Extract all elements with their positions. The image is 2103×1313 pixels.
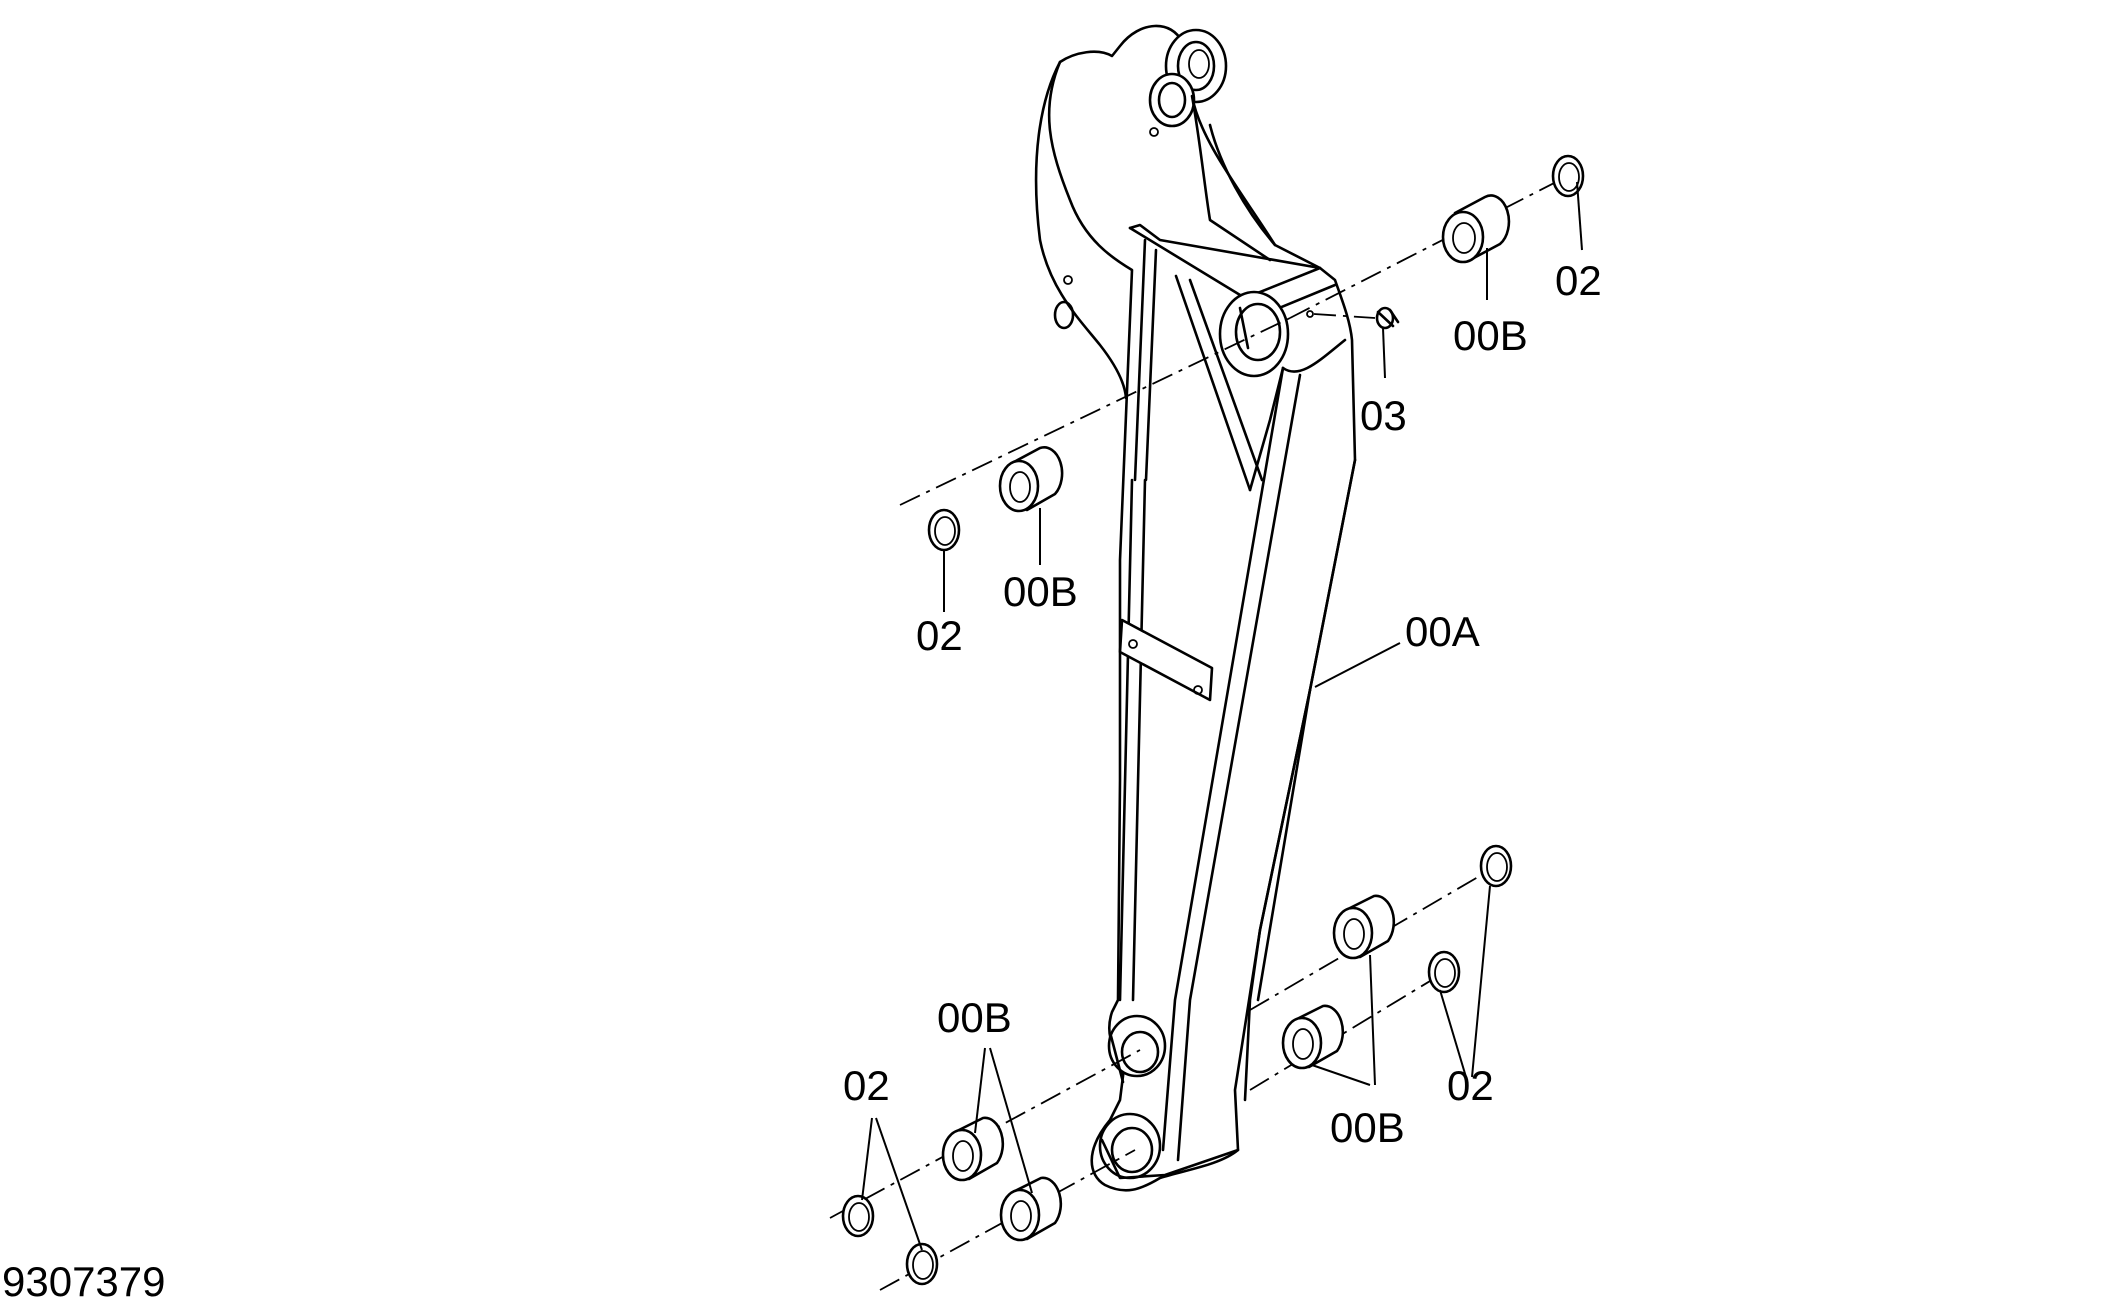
bushing-lower-left-2 [999, 1176, 1063, 1242]
leader-lines [861, 181, 1583, 1251]
bushing-upper-left [998, 446, 1064, 513]
part-labels: 02 00B 03 00B 02 00A 00B 02 00B 02 93073… [2, 257, 1602, 1305]
bushing-lower-right-2 [1281, 1004, 1345, 1070]
shim-lower-right-2 [1427, 950, 1461, 994]
shim-lower-left-2 [905, 1242, 939, 1286]
bushing-lower-left-1 [941, 1116, 1005, 1182]
label-00B-upper-left: 00B [1003, 568, 1078, 615]
label-02-lower-right: 02 [1447, 1062, 1494, 1109]
shim-upper-right [1551, 154, 1585, 198]
label-03-grease-fitting: 03 [1360, 392, 1407, 439]
label-00B-upper-right: 00B [1453, 312, 1528, 359]
label-00B-lower-right: 00B [1330, 1104, 1405, 1151]
arm-body [1034, 24, 1357, 1192]
shim-lower-right-1 [1479, 844, 1513, 888]
label-00B-lower-left: 00B [937, 994, 1012, 1041]
drawing-id: 9307379 [2, 1258, 166, 1305]
label-02-upper-right: 02 [1555, 257, 1602, 304]
label-02-lower-left: 02 [843, 1062, 890, 1109]
bushing-upper-right [1441, 194, 1511, 264]
label-02-upper-left: 02 [916, 612, 963, 659]
shim-lower-left-1 [841, 1194, 875, 1238]
bushing-lower-right-1 [1332, 894, 1396, 960]
grease-fitting [1313, 306, 1400, 330]
label-00A-arm: 00A [1405, 608, 1480, 655]
shim-upper-left [927, 508, 961, 552]
